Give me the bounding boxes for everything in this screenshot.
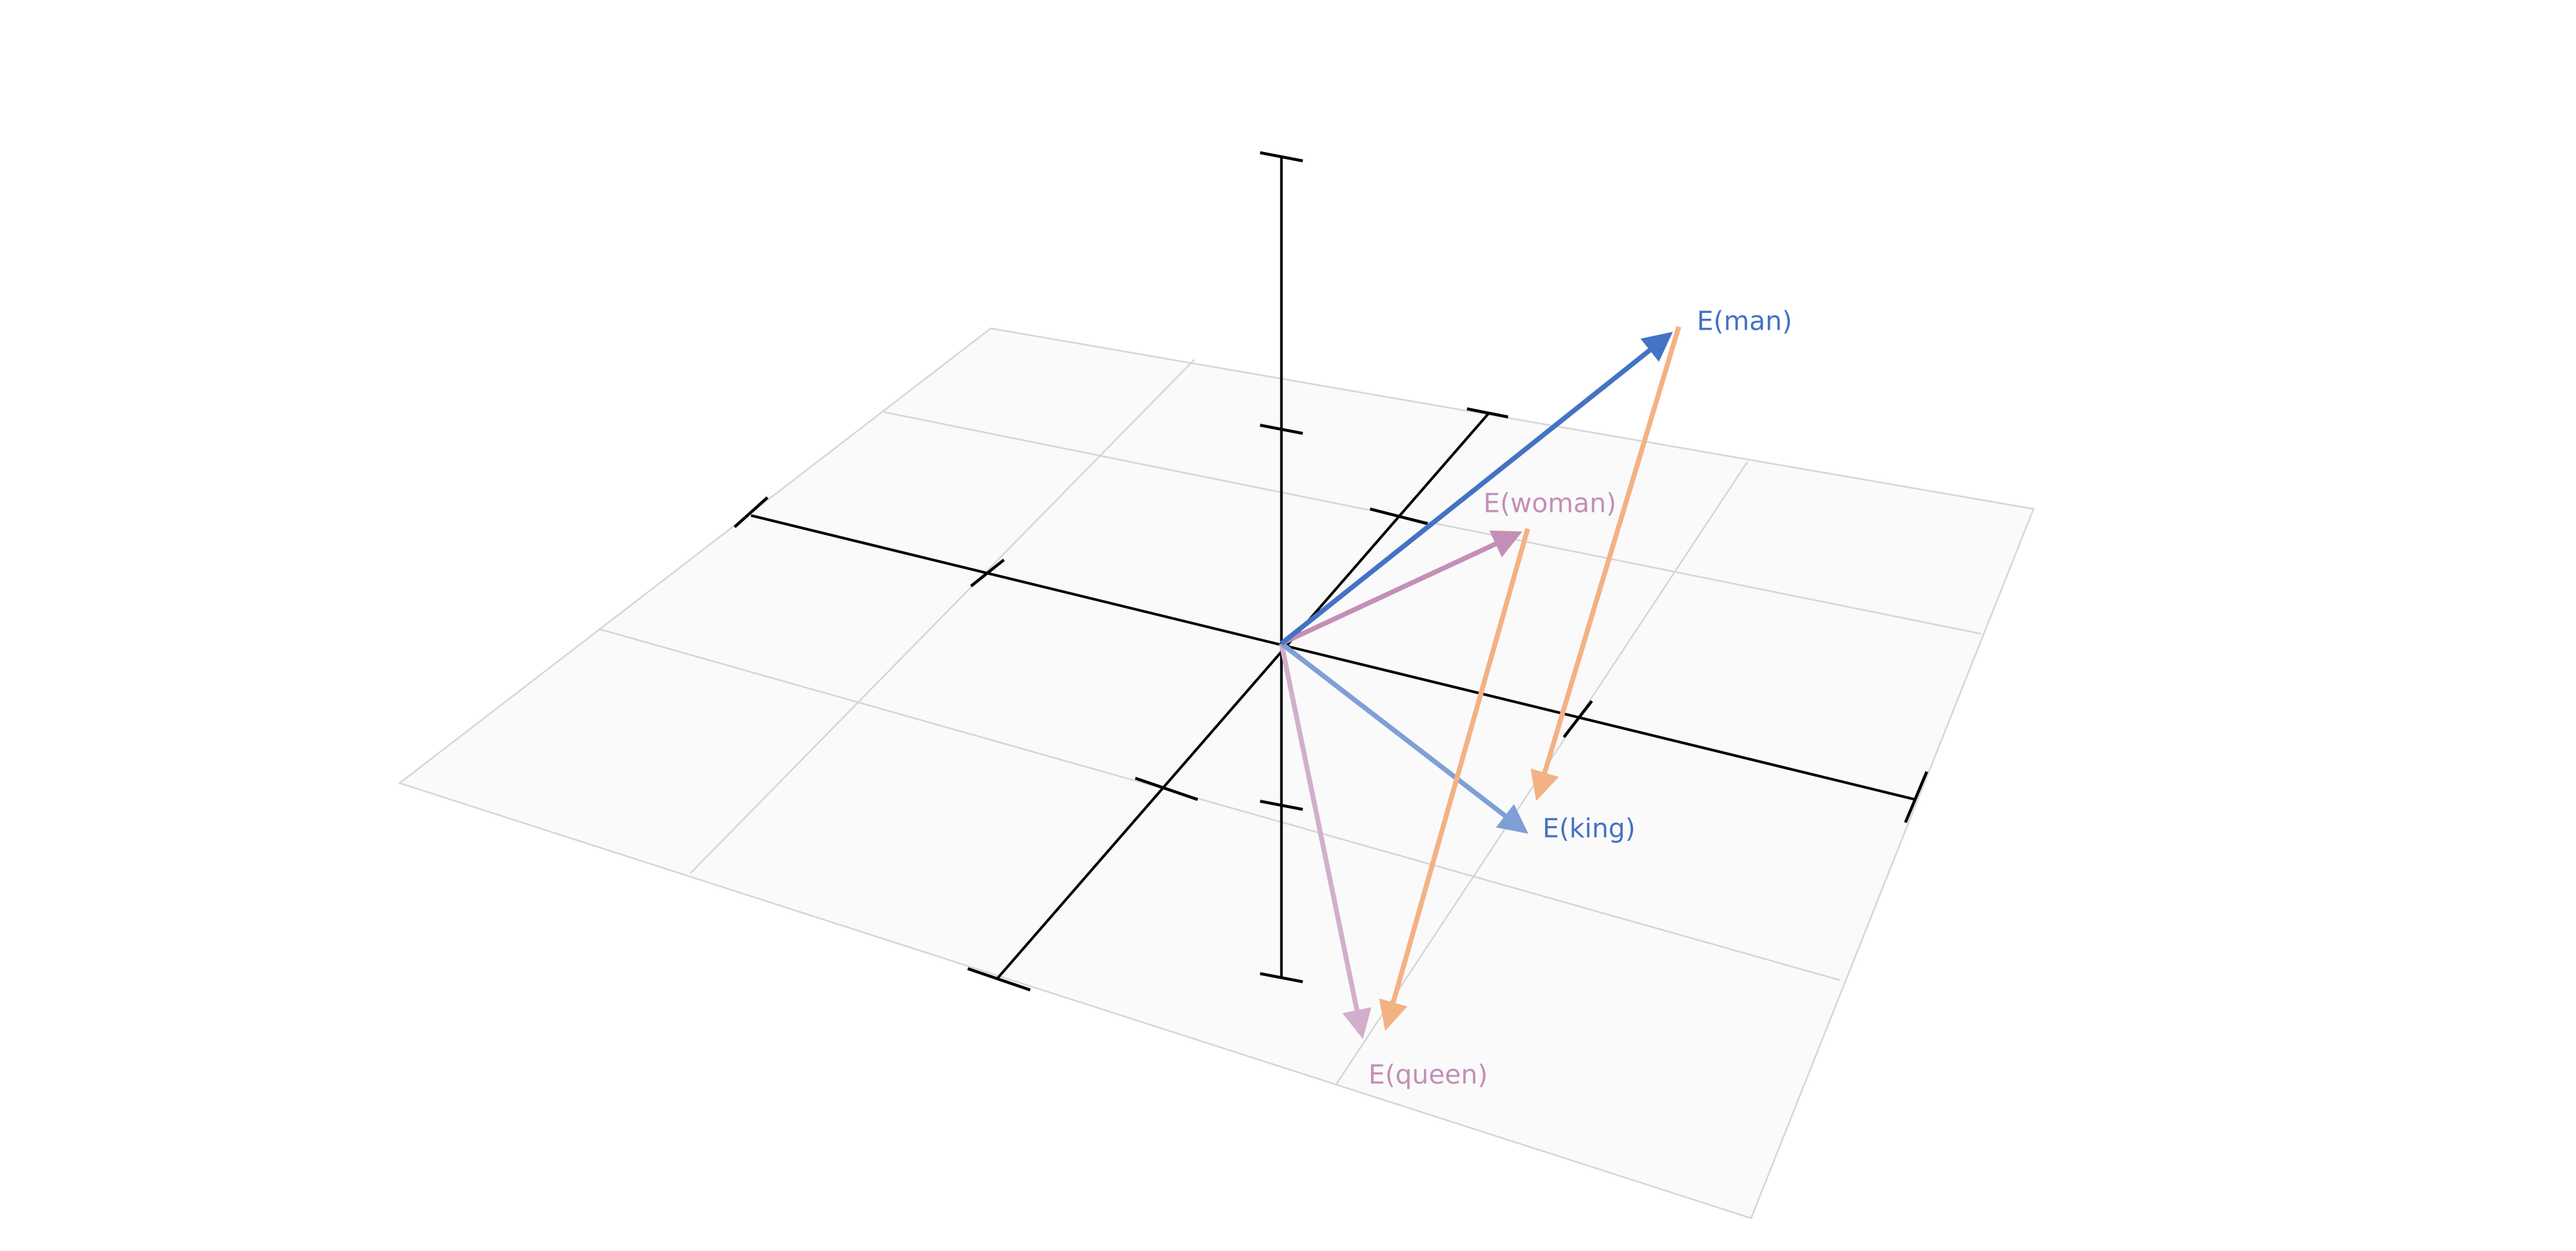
vector-queen [1279, 643, 1372, 1039]
axes [734, 151, 1929, 992]
vector-man [1280, 332, 1673, 646]
x-axis [750, 514, 1916, 801]
label-man: E(man) [1697, 306, 1792, 337]
vectors [1279, 326, 1681, 1039]
difference-man-to-king [1530, 326, 1681, 802]
label-queen: E(queen) [1368, 1059, 1488, 1090]
label-woman: E(woman) [1483, 488, 1616, 519]
depth-axis [996, 413, 1490, 980]
difference-woman-to-queen [1379, 528, 1530, 1031]
ground-plane [397, 327, 2035, 1219]
label-king: E(king) [1542, 813, 1635, 843]
vector-king [1280, 641, 1529, 834]
vector-woman [1280, 531, 1522, 646]
